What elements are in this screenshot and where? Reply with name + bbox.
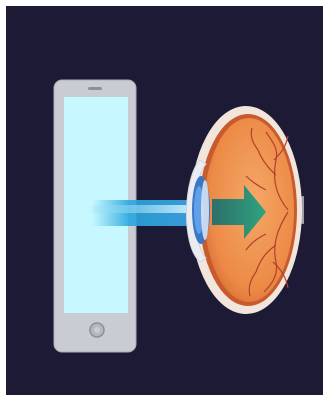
light-beam bbox=[92, 200, 197, 226]
speaker-slot bbox=[88, 87, 102, 90]
